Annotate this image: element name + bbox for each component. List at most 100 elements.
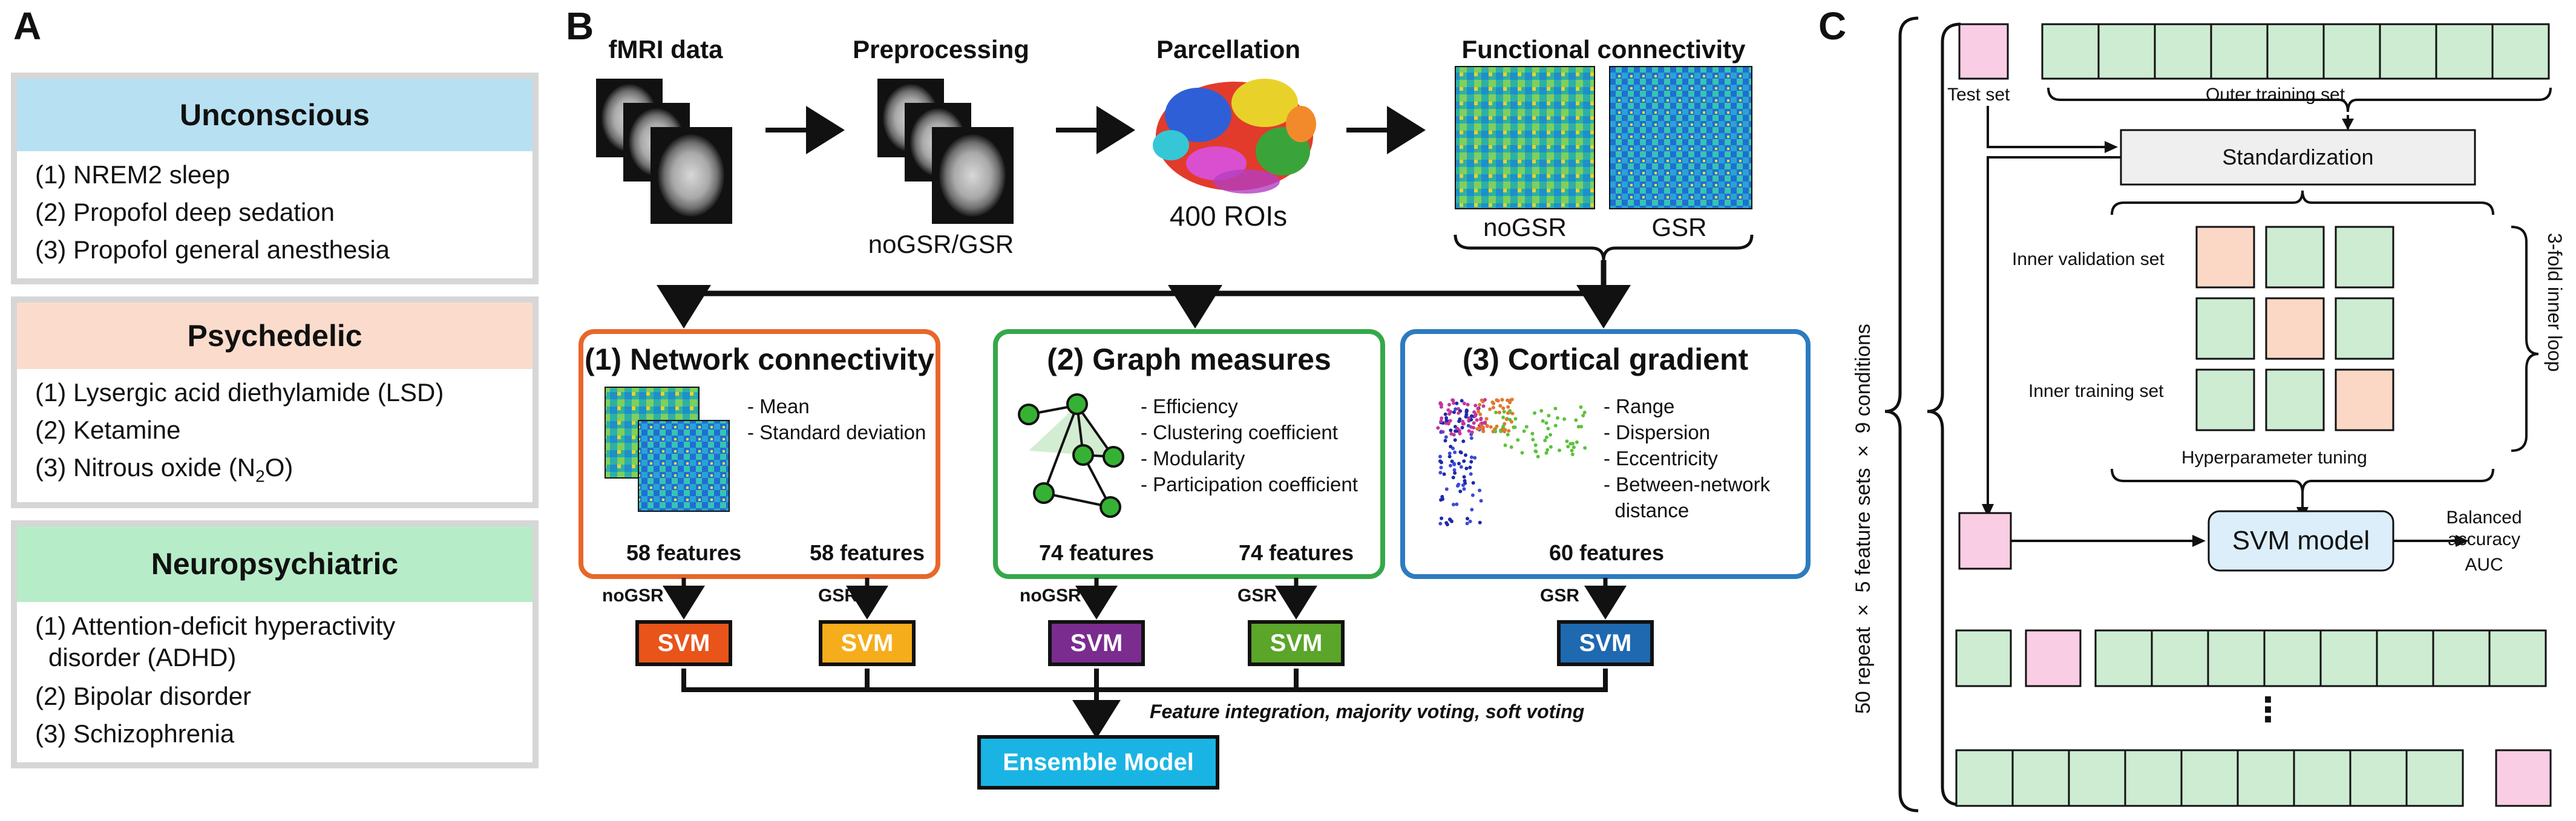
scatter-point <box>1449 445 1453 449</box>
scatter-point <box>1453 438 1457 442</box>
scatter-point <box>1473 456 1477 460</box>
scatter-point <box>1443 412 1447 416</box>
svm-model-label: SVM model <box>2232 526 2370 555</box>
scatter-point <box>1463 479 1467 483</box>
scatter-point <box>1440 460 1443 465</box>
scatter-point <box>1544 435 1549 439</box>
scatter-point <box>1458 489 1463 494</box>
list-item: - Modularity <box>1141 447 1245 469</box>
standardization-box <box>2120 129 2476 186</box>
scatter-point <box>1455 401 1459 405</box>
training-fold-block <box>2237 749 2295 807</box>
training-fold-block <box>2335 297 2394 360</box>
step-preprocessing-title: Preprocessing <box>853 35 1029 64</box>
training-fold-block <box>2435 23 2494 80</box>
scatter-point <box>1453 450 1457 454</box>
fc-matrix-nogsr <box>1455 66 1595 209</box>
scatter-point <box>1438 401 1443 405</box>
scatter-point <box>1473 414 1477 418</box>
standardization-label: Standardization <box>2222 145 2374 169</box>
scatter-point <box>1461 439 1466 443</box>
feature-count: 58 features <box>626 540 742 565</box>
list-item: disorder (ADHD) <box>48 643 237 672</box>
scatter-point <box>1576 425 1581 429</box>
scatter-point <box>1451 476 1455 480</box>
category-items: (1) Attention-deficit hyperactivity diso… <box>17 602 533 750</box>
training-fold-block <box>2376 629 2434 687</box>
training-fold-block <box>1955 629 2012 687</box>
scatter-point <box>1467 416 1471 420</box>
gsr-label: noGSR <box>602 586 664 606</box>
scatter-point <box>1558 448 1561 453</box>
step-parcellation-sub: 400 ROIs <box>1169 200 1288 232</box>
scatter-point <box>1489 425 1493 429</box>
scatter-point <box>1481 425 1485 430</box>
training-fold-block <box>2405 749 2464 807</box>
scatter-point <box>1473 404 1478 408</box>
outer-loop-brace <box>1927 22 1961 806</box>
scatter-point <box>1449 428 1453 433</box>
scatter-point <box>1451 398 1455 402</box>
cortical-gradient-title: (3) Cortical gradient <box>1462 342 1749 376</box>
test-fold-block <box>2495 749 2552 807</box>
scatter-point <box>1447 402 1451 407</box>
scatter-point <box>1507 429 1511 433</box>
svm-nogsr-connectivity: SVM <box>635 620 732 666</box>
scatter-point <box>1549 445 1553 449</box>
scatter-point <box>1448 419 1452 423</box>
scatter-point <box>1533 411 1536 415</box>
step-fc-title: Functional connectivity <box>1461 35 1746 64</box>
scatter-point <box>1452 468 1457 472</box>
scatter-point <box>1581 413 1585 417</box>
scatter-point <box>1468 465 1472 469</box>
list-item: - Dispersion <box>1604 421 1711 443</box>
list-item-text: (3) Nitrous oxide (N <box>35 453 256 482</box>
list-item: (3) Propofol general anesthesia <box>35 235 390 264</box>
list-item: - Range <box>1604 395 1675 417</box>
scatter-point <box>1547 414 1551 417</box>
training-fold-block <box>2094 629 2153 687</box>
scatter-point <box>1556 416 1559 420</box>
ensemble-model-box: Ensemble Model <box>977 735 1219 790</box>
scatter-point <box>1524 425 1529 429</box>
list-item: distance <box>1604 499 1689 522</box>
svm-gsr-connectivity: SVM <box>819 620 916 666</box>
graph-measures-box <box>993 329 1385 579</box>
scatter-point <box>1461 422 1465 426</box>
training-fold-block <box>2265 226 2325 289</box>
scatter-point <box>1566 445 1570 449</box>
scatter-point <box>1570 448 1574 453</box>
scatter-point <box>1480 398 1484 402</box>
scatter-point <box>1541 419 1545 423</box>
scatter-point <box>1549 433 1553 437</box>
list-item: - Standard deviation <box>747 421 926 443</box>
training-fold-block <box>2195 368 2255 431</box>
outer-training-row <box>2041 23 2550 80</box>
training-fold-block <box>2349 749 2408 807</box>
list-item: - Between-network <box>1604 473 1771 496</box>
scatter-point <box>1462 459 1466 463</box>
list-item: - Efficiency <box>1141 395 1238 417</box>
scatter-point <box>1579 405 1583 409</box>
scatter-point <box>1475 427 1480 431</box>
scatter-point <box>1438 522 1443 526</box>
scatter-point <box>1469 436 1473 440</box>
scatter-point <box>1544 421 1549 425</box>
scatter-point <box>1469 460 1473 464</box>
scatter-point <box>1579 425 1584 429</box>
network-connectivity-title: (1) Network connectivity <box>585 342 934 376</box>
scatter-point <box>1571 445 1576 450</box>
graph-network-icon <box>1018 393 1124 518</box>
list-item: (2) Propofol deep sedation <box>35 198 335 226</box>
svm-nogsr-graph: SVM <box>1048 620 1145 666</box>
feature-count: 60 features <box>1549 540 1665 565</box>
scatter-point <box>1545 448 1550 452</box>
category-items: (1) Lysergic acid diethylamide (LSD) (2)… <box>17 369 533 495</box>
parcellated-brain-icon <box>1153 79 1316 194</box>
scatter-point <box>1478 488 1482 492</box>
scatter-point <box>1575 440 1579 444</box>
scatter-point <box>1553 407 1558 411</box>
training-fold-block <box>2379 23 2437 80</box>
hyperparameter-tuning-label: Hyperparameter tuning <box>2181 448 2367 468</box>
scatter-point <box>1583 446 1587 450</box>
